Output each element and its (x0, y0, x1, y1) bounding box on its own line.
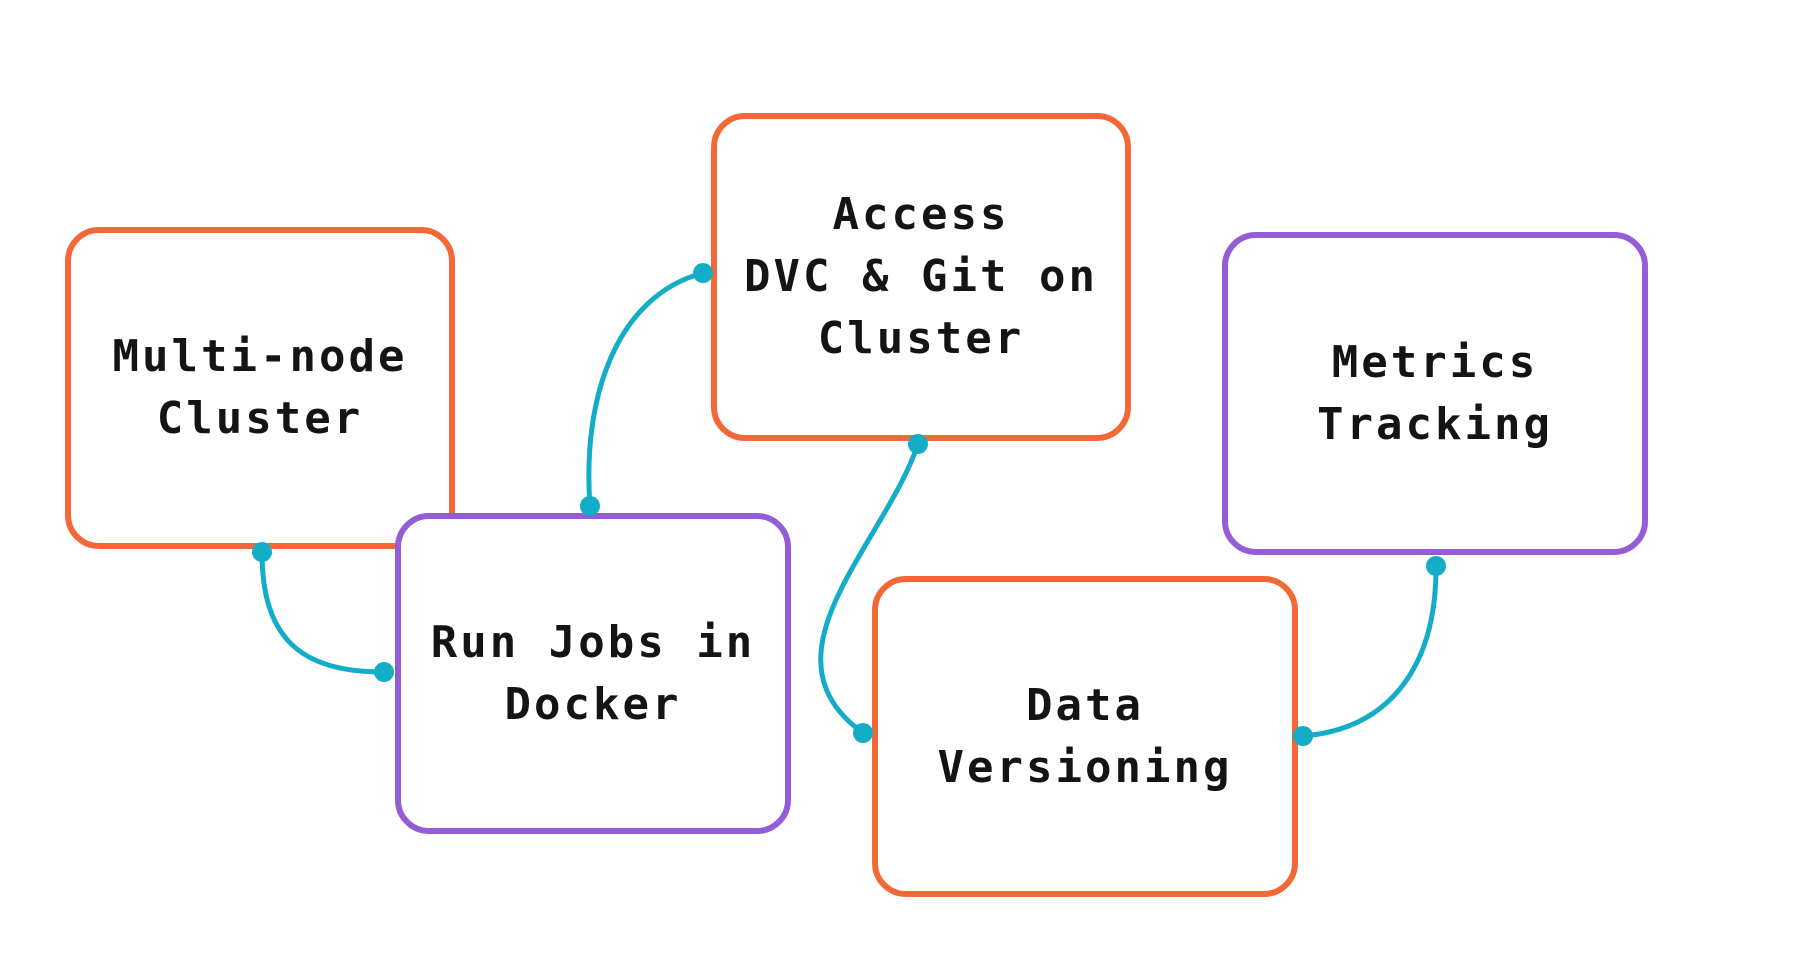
node-multi-node-cluster: Multi-node Cluster (65, 227, 455, 549)
node-metrics-tracking: Metrics Tracking (1222, 232, 1648, 555)
node-run-jobs-in-docker: Run Jobs in Docker (395, 513, 791, 834)
connector-endpoint-dot (693, 263, 713, 283)
node-access-dvc-git-on-cluster: Access DVC & Git on Cluster (711, 113, 1131, 441)
node-label-data-versioning: Data Versioning (937, 679, 1233, 793)
connector-endpoint-dot (374, 662, 394, 682)
connector-endpoint-dot (1426, 556, 1446, 576)
node-label-multi-node-cluster: Multi-node Cluster (112, 331, 408, 444)
connector-run-jobs-in-docker-to-access-dvc-git (586, 270, 706, 509)
connector-multi-node-cluster-to-run-jobs-in-docker (259, 549, 387, 675)
node-label-run-jobs-in-docker: Run Jobs in Docker (430, 616, 756, 730)
node-data-versioning: Data Versioning (872, 576, 1298, 897)
node-label-metrics-tracking: Metrics Tracking (1317, 336, 1553, 450)
connector-endpoint-dot (853, 723, 873, 743)
node-label-access-dvc-git-on-cluster: Access DVC & Git on Cluster (744, 189, 1098, 364)
connector-data-versioning-to-metrics-tracking (1300, 565, 1439, 739)
